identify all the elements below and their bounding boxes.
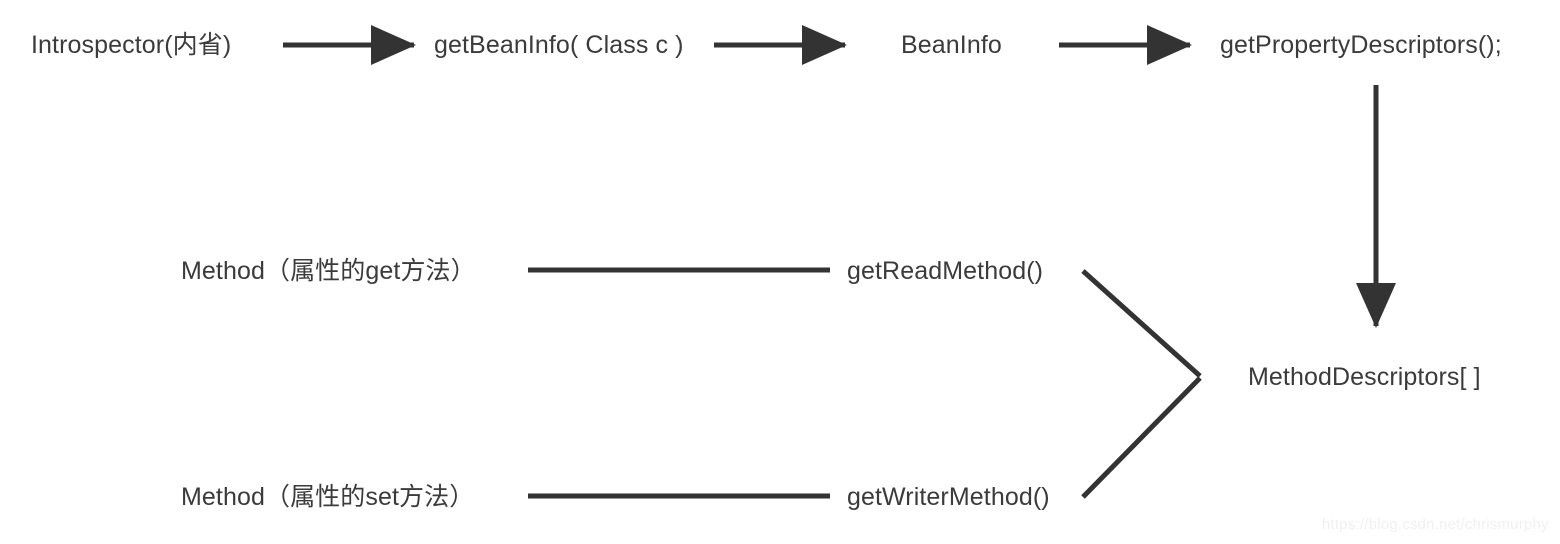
node-bean-info: BeanInfo [901,31,1002,59]
node-get-bean-info: getBeanInfo( Class c ) [434,31,684,59]
node-get-writer-method: getWriterMethod() [847,483,1050,511]
edge-getreadmethod-to-methoddescriptors [1081,269,1202,378]
node-get-read-method: getReadMethod() [847,257,1044,285]
node-method-get: Method（属性的get方法） [181,257,476,285]
node-method-set: Method（属性的set方法） [181,483,475,511]
node-get-property-descriptors: getPropertyDescriptors(); [1220,31,1502,59]
edge-getwritermethod-to-methoddescriptors [1081,376,1202,499]
node-method-descriptors: MethodDescriptors[ ] [1248,363,1481,391]
watermark: https://blog.csdn.net/chrismurphy [1322,516,1549,533]
node-introspector: Introspector(内省) [31,31,232,59]
